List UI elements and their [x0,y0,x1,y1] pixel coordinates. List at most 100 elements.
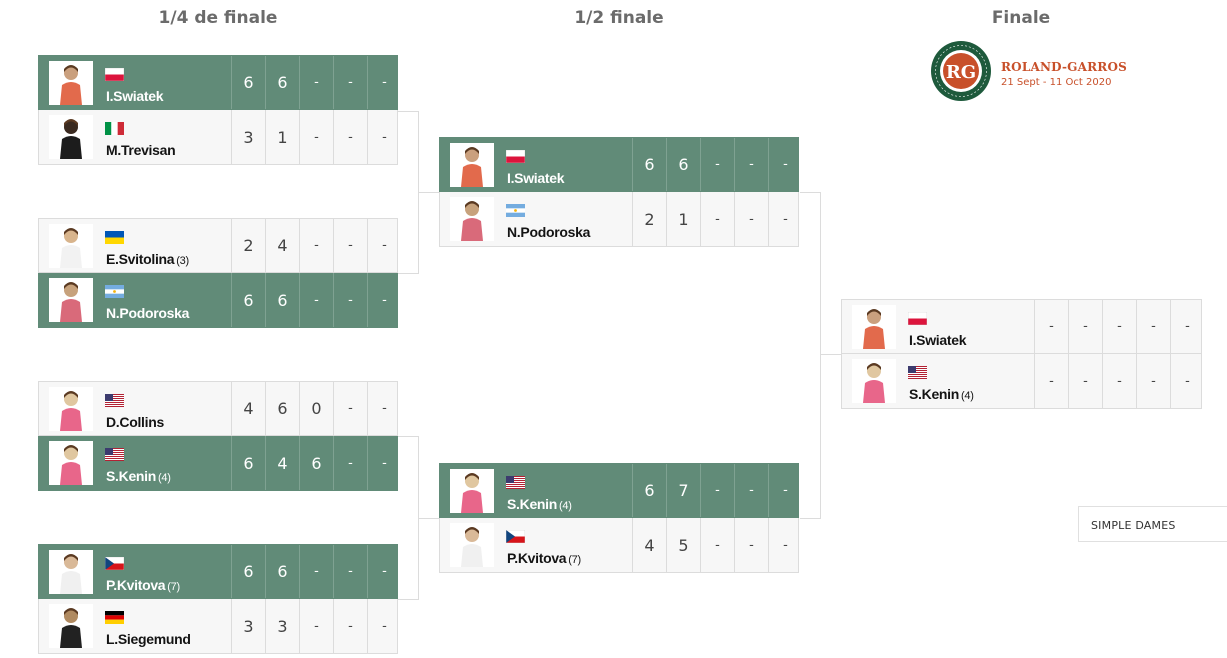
player-name[interactable]: M.Trevisan [106,142,176,158]
set-score-3: - [1102,300,1136,353]
player-info: E.Svitolina(3) [39,219,231,272]
set-score-2: - [1068,300,1102,353]
connector-line [398,436,418,437]
set-score-2: 1 [265,110,299,164]
player-info: S.Kenin(4) [842,354,1034,408]
set-score-4: - [734,192,768,246]
set-score-2: 6 [265,56,299,109]
player-seed: (7) [167,581,180,593]
set-score-1: 6 [632,138,666,191]
player-photo [49,278,93,322]
player-name-text: E.Svitolina [106,251,175,267]
set-score-1: 4 [231,382,265,435]
usa-flag-icon [105,394,124,407]
player-photo [852,359,896,403]
player-info: P.Kvitova(7) [440,518,632,572]
set-score-2: 6 [265,545,299,598]
set-score-5: - [768,464,802,517]
set-score-1: 3 [231,110,265,164]
czech-flag-icon [105,557,124,570]
usa-flag-icon [506,476,525,489]
player-name[interactable]: D.Collins [106,414,164,430]
set-score-2: 7 [666,464,700,517]
italy-flag-icon [105,122,124,135]
connector-line [800,192,820,193]
player-row[interactable]: S.Kenin(4)----- [841,354,1202,409]
connector-line [398,273,418,274]
player-name[interactable]: N.Podoroska [106,305,189,321]
set-score-4: - [333,545,367,598]
player-name-text: I.Swiatek [909,332,967,348]
set-score-4: - [333,273,367,327]
player-name[interactable]: P.Kvitova(7) [106,577,180,593]
player-info: S.Kenin(4) [440,464,632,517]
set-score-1: 6 [632,464,666,517]
set-score-3: - [299,273,333,327]
poland-flag-icon [105,68,124,81]
player-name-text: S.Kenin [507,496,558,512]
set-score-5: - [1170,354,1204,408]
player-name[interactable]: I.Swiatek [909,332,967,348]
poland-flag-icon [506,150,525,163]
player-info: P.Kvitova(7) [39,545,231,598]
poland-flag-icon [908,312,927,325]
set-score-5: - [367,436,401,490]
usa-flag-icon [105,448,124,461]
set-score-2: 4 [265,436,299,490]
set-score-5: - [367,545,401,598]
player-seed: (3) [176,255,189,267]
ukraine-flag-icon [105,231,124,244]
player-name[interactable]: L.Siegemund [106,631,191,647]
connector-line [398,111,418,112]
set-score-3: - [700,138,734,191]
set-score-4: - [1136,354,1170,408]
player-name[interactable]: P.Kvitova(7) [507,550,581,566]
player-name[interactable]: E.Svitolina(3) [106,251,189,267]
set-score-1: - [1034,354,1068,408]
player-seed: (4) [559,500,572,512]
set-score-2: 1 [666,192,700,246]
player-photo [49,441,93,485]
player-name[interactable]: S.Kenin(4) [909,386,974,402]
player-name[interactable]: I.Swiatek [106,88,164,104]
player-name[interactable]: N.Podoroska [507,224,590,240]
draw-type-selector[interactable]: SIMPLE DAMES [1078,506,1227,542]
connector-line [820,354,841,355]
svg-text:RG: RG [946,62,976,83]
set-score-3: - [299,599,333,653]
set-score-3: - [299,219,333,272]
match-final-7[interactable]: I.Swiatek-----S.Kenin(4)----- [841,299,1202,409]
set-score-4: - [333,56,367,109]
player-name-text: S.Kenin [909,386,960,402]
player-name[interactable]: I.Swiatek [507,170,565,186]
player-name-text: P.Kvitova [507,550,567,566]
set-score-4: - [333,110,367,164]
player-name[interactable]: S.Kenin(4) [106,468,171,484]
set-score-1: 6 [231,273,265,327]
player-name[interactable]: S.Kenin(4) [507,496,572,512]
set-score-3: - [299,545,333,598]
set-score-4: - [1136,300,1170,353]
player-name-text: M.Trevisan [106,142,176,158]
player-row[interactable]: I.Swiatek----- [841,299,1202,354]
player-name-text: P.Kvitova [106,577,166,593]
set-score-5: - [768,192,802,246]
